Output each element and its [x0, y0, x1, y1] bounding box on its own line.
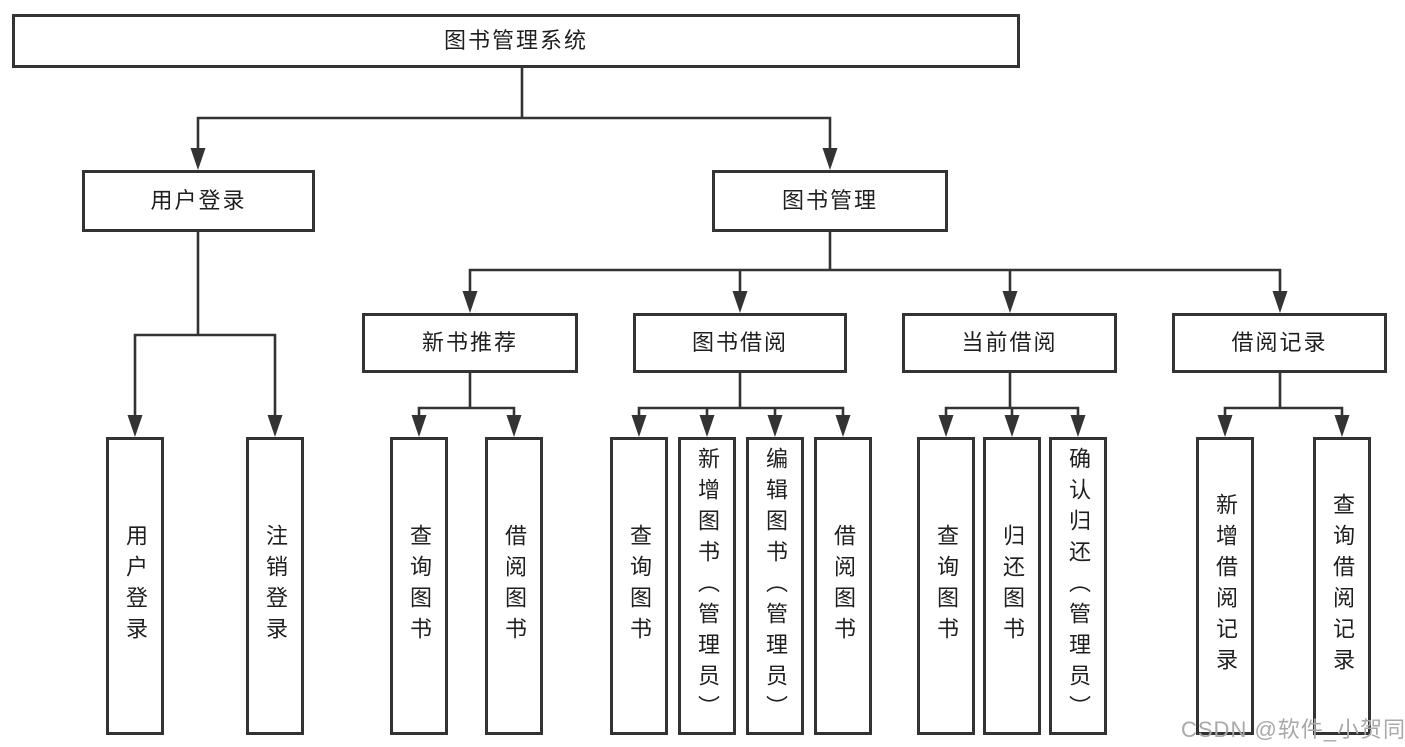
connector-line: [133, 230, 277, 419]
connector-line: [417, 371, 516, 419]
connector-current-borrowing-children: [938, 371, 1086, 437]
arrowhead-icon: [1217, 415, 1350, 437]
csdn-watermark: CSDN @软件_小贺同学: [1181, 717, 1405, 742]
node-label: 确认归还（管理员）: [1066, 446, 1091, 726]
connector-book-management-children: [462, 230, 1288, 313]
node-label: 归还图书: [1000, 524, 1025, 648]
node-label: 新增图书（管理员）: [695, 446, 720, 726]
connector-book-borrowing-children: [631, 371, 851, 437]
leaf-add-borrow-record: 新增借阅记录: [1196, 437, 1254, 735]
node-user-login: 用户登录: [82, 170, 315, 232]
connector-line: [637, 371, 845, 419]
connector-user-login-children: [127, 230, 283, 437]
node-book-borrowing: 图书借阅: [633, 313, 847, 373]
node-label: 图书借阅: [691, 330, 788, 355]
arrowhead-icon: [631, 415, 851, 437]
node-label: 图书管理系统: [443, 28, 588, 53]
arrowhead-icon: [411, 415, 522, 437]
leaf-query-books-recommend: 查询图书: [390, 437, 448, 735]
node-new-book-recommend: 新书推荐: [362, 313, 578, 373]
node-label: 用户登录: [150, 188, 247, 213]
leaf-add-books-admin: 新增图书（管理员）: [678, 437, 736, 735]
leaf-query-books-borrowing: 查询图书: [610, 437, 668, 735]
arrowhead-icon: [462, 291, 1288, 313]
node-current-borrowing: 当前借阅: [902, 313, 1117, 373]
node-book-management: 图书管理: [712, 170, 948, 232]
leaf-borrow-books: 借阅图书: [814, 437, 872, 735]
arrowhead-icon: [190, 148, 838, 170]
leaf-query-borrow-record: 查询借阅记录: [1313, 437, 1371, 735]
node-label: 图书管理: [781, 188, 878, 213]
arrowhead-icon: [938, 415, 1086, 437]
node-label: 借阅记录: [1231, 330, 1328, 355]
leaf-return-books: 归还图书: [983, 437, 1041, 735]
node-label: 查询图书: [627, 524, 652, 648]
leaf-edit-books-admin: 编辑图书（管理员）: [746, 437, 804, 735]
node-label: 编辑图书（管理员）: [763, 446, 788, 726]
connector-line: [1223, 371, 1344, 419]
node-label: 新增借阅记录: [1213, 493, 1238, 679]
node-label: 新书推荐: [421, 330, 518, 355]
node-label: 注销登录: [263, 524, 288, 648]
node-label: 当前借阅: [961, 330, 1058, 355]
node-label: 查询借阅记录: [1330, 493, 1355, 679]
node-book-management-system: 图书管理系统: [12, 14, 1020, 68]
leaf-borrow-books-recommend: 借阅图书: [485, 437, 543, 735]
node-label: 借阅图书: [831, 524, 856, 648]
node-label: 用户登录: [123, 524, 148, 648]
node-label: 查询图书: [934, 524, 959, 648]
connector-line: [468, 230, 1282, 295]
node-label: 查询图书: [407, 524, 432, 648]
leaf-logout: 注销登录: [246, 437, 304, 735]
leaf-user-login: 用户登录: [106, 437, 164, 735]
node-label: 借阅图书: [502, 524, 527, 648]
connector-borrowing-records-children: [1217, 371, 1350, 437]
connector-line: [196, 66, 832, 152]
arrowhead-icon: [127, 415, 283, 437]
connector-root-to-level2: [190, 66, 838, 170]
leaf-query-books-current: 查询图书: [917, 437, 975, 735]
leaf-confirm-return-admin: 确认归还（管理员）: [1049, 437, 1107, 735]
connector-new-book-recommend-children: [411, 371, 522, 437]
node-borrowing-records: 借阅记录: [1172, 313, 1387, 373]
connector-line: [944, 371, 1080, 419]
